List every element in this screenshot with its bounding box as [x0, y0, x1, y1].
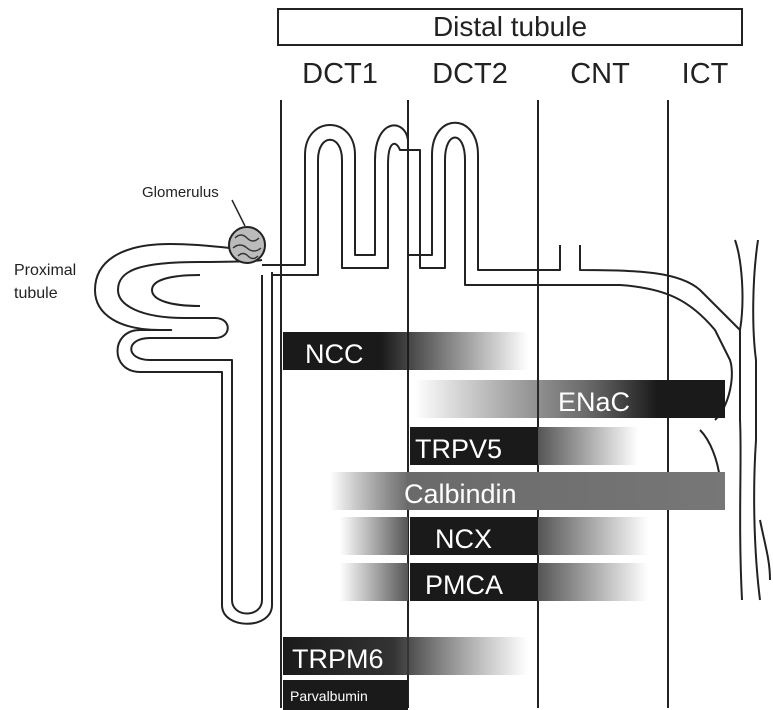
proximal-tubule-label-line1: Proximal	[14, 262, 76, 280]
marker-label-enac: ENaC	[558, 387, 630, 417]
marker-label-trpm6: TRPM6	[292, 644, 384, 674]
marker-bar-ncx-cnt	[538, 517, 648, 555]
marker-bar-trpv5-cnt	[538, 427, 638, 465]
glomerulus-label: Glomerulus	[142, 184, 219, 201]
marker-bar-pmca-dct1	[340, 563, 408, 601]
marker-label-parvalbumin: Parvalbumin	[290, 688, 368, 704]
marker-label-trpv5: TRPV5	[415, 434, 502, 464]
proximal-tubule-label-line2: tubule	[14, 285, 58, 303]
marker-bar-ncx-dct1	[340, 517, 408, 555]
marker-label-pmca: PMCA	[425, 570, 503, 600]
marker-label-ncc: NCC	[305, 339, 364, 369]
marker-bar-calbindin	[330, 472, 725, 510]
marker-bar-pmca-cnt	[538, 563, 648, 601]
glomerulus	[229, 200, 265, 263]
proximal-tubule	[95, 244, 272, 624]
marker-label-ncx: NCX	[435, 524, 492, 554]
marker-label-calbindin: Calbindin	[404, 479, 517, 509]
